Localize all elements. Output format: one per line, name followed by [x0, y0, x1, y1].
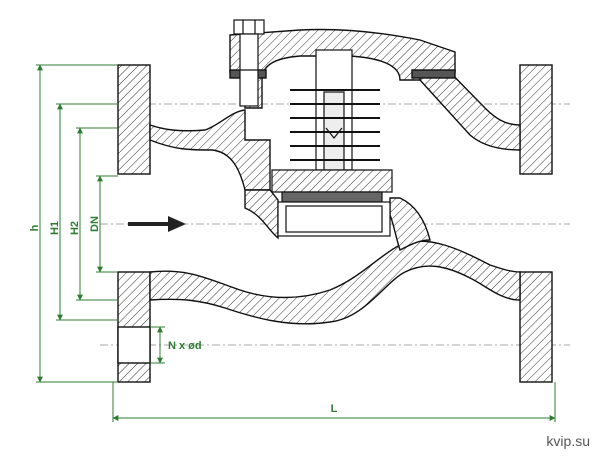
bonnet-gasket-right — [411, 69, 456, 79]
dim-dn-label: DN — [89, 216, 101, 232]
valve-disc — [271, 169, 393, 193]
watermark: kvip.su — [546, 433, 590, 449]
body-partition — [244, 189, 279, 240]
left-bolt-hole — [117, 326, 151, 364]
flow-direction-arrow-icon — [128, 216, 186, 232]
disc-seal — [281, 191, 383, 203]
bonnet-bolt — [233, 19, 265, 107]
valve-body — [117, 28, 553, 383]
left-flange-upper — [117, 64, 151, 175]
dimensions — [36, 64, 556, 422]
dim-h-label: h — [29, 224, 41, 231]
bolt-head — [233, 19, 265, 35]
dim-h2-label: H2 — [69, 221, 81, 235]
disc-assembly — [271, 49, 393, 237]
body-upper-right-wall — [419, 61, 521, 151]
dim-l-label: L — [331, 403, 338, 415]
seat-ring-inner — [285, 205, 383, 233]
body-lower-wall — [149, 240, 521, 325]
right-flange-upper — [519, 64, 553, 175]
body-upper-wall — [149, 109, 271, 191]
dim-h1-label: H1 — [49, 221, 61, 235]
body-seat-right — [389, 197, 431, 251]
dim-bolt-hole-label: N x ød — [168, 340, 202, 352]
spring — [290, 89, 380, 161]
right-flange-lower — [519, 271, 553, 383]
